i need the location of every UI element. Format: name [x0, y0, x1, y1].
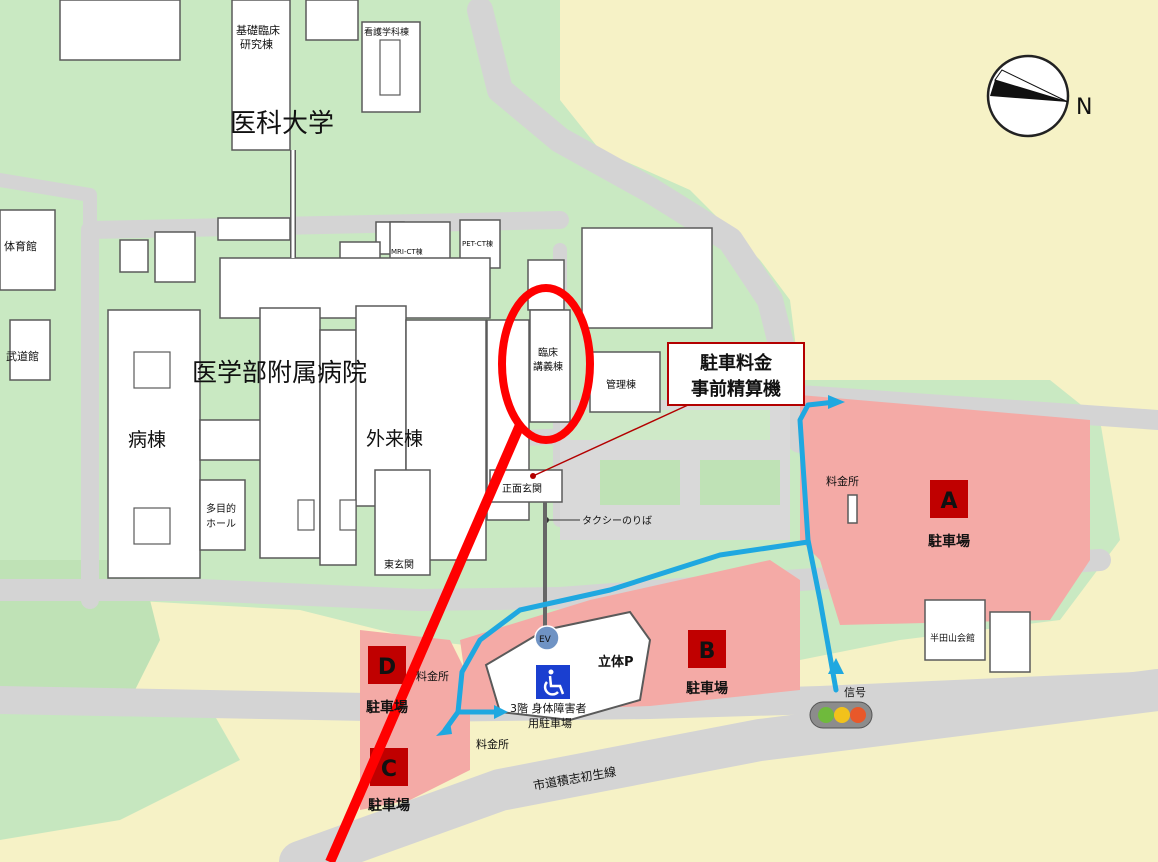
building-inner: [133, 39, 401, 545]
label-multistory-name: 立体P: [598, 654, 634, 670]
label-pet-ct: PET-CT棟: [462, 239, 493, 248]
label-ev: EV: [539, 635, 552, 645]
callout-line-1: 駐車料金: [700, 352, 773, 374]
label-signal: 信号: [844, 686, 866, 699]
forecourt-green-2: [700, 460, 780, 505]
route-arrows: [442, 399, 839, 733]
parking-b-label: 駐車場: [686, 680, 728, 697]
label-east-entrance: 東玄関: [384, 558, 414, 571]
parking-d-label: 駐車場: [366, 699, 408, 716]
label-multipurpose-2: ホール: [206, 518, 236, 530]
label-toll-booth-a: 料金所: [826, 474, 859, 488]
label-basic-clinical-2: 研究棟: [240, 37, 273, 51]
buildings: [0, 0, 1031, 673]
parking-c-letter: C: [381, 757, 397, 782]
label-accessible-1: 3階 身体障害者: [510, 701, 587, 715]
parking-a-badge: [930, 480, 968, 518]
parking-c-label: 駐車場: [368, 797, 410, 814]
label-outpatient: 外来棟: [366, 428, 423, 450]
label-gym: 体育館: [4, 239, 37, 253]
label-multipurpose-1: 多目的: [206, 502, 236, 515]
callout-dot: [530, 473, 536, 479]
area-label-medical-university: 医科大学: [230, 109, 334, 139]
parking-a-label: 駐車場: [928, 533, 970, 550]
ev-badge: [534, 625, 560, 651]
label-accessible-2: 用駐車場: [528, 716, 572, 730]
callout-leader: [532, 404, 689, 477]
parking-b-letter: B: [699, 639, 716, 664]
forecourt-green-3: [570, 410, 770, 440]
forecourt-green-1: [600, 460, 680, 505]
label-taxi-stand: タクシーのりば: [582, 515, 652, 527]
callout-line-2: 事前精算機: [691, 378, 781, 400]
area-label-hospital: 医学部附属病院: [192, 358, 367, 387]
label-handayama-hall: 半田山会館: [930, 632, 975, 644]
callout-box: [667, 342, 805, 406]
parking-d-badge: [368, 646, 406, 684]
label-toll-booth-d: 料金所: [416, 669, 449, 683]
label-administration: 管理棟: [606, 378, 636, 391]
route-arrowhead-4: [828, 658, 844, 674]
label-budokan: 武道館: [6, 349, 39, 363]
compass-icon: [986, 54, 1070, 138]
label-north: N: [1076, 95, 1092, 120]
label-clinical-lecture-2: 講義棟: [533, 360, 563, 373]
parking-d-letter: D: [378, 655, 396, 680]
wheelchair-glyph: [543, 669, 565, 696]
parking-a-letter: A: [940, 489, 957, 514]
label-clinical-lecture-1: 臨床: [538, 346, 558, 359]
label-toll-booth-b: 料金所: [476, 737, 509, 751]
route-arrowhead-2: [436, 722, 452, 736]
label-nursing: 看護学科棟: [364, 26, 409, 38]
route-arrowhead-1: [828, 395, 845, 409]
label-main-entrance: 正面玄関: [502, 482, 542, 495]
highlight-circle: [498, 284, 594, 444]
highlight-pointer-line: [325, 423, 525, 862]
parking-b-badge: [688, 630, 726, 668]
label-basic-clinical-1: 基礎臨床: [236, 23, 280, 37]
label-mri-ct: MRI-CT棟: [391, 247, 423, 256]
green-strip: [0, 690, 240, 840]
route-arrowhead-3: [494, 705, 508, 719]
traffic-signal: [809, 701, 873, 729]
label-ward: 病棟: [128, 429, 166, 451]
